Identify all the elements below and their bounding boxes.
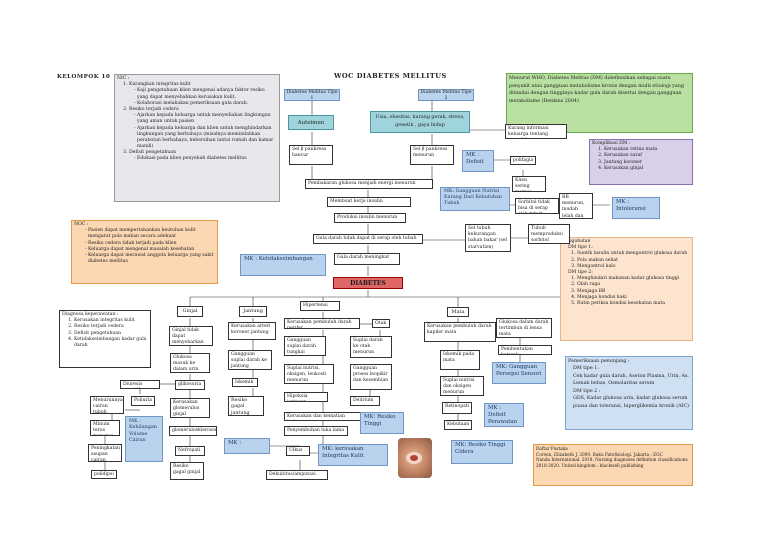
- jantung-gagal: Resiko gagal jantung: [228, 396, 264, 416]
- mata-kebutaan: Kebutaan: [444, 420, 472, 430]
- ginjal-step2: Glukosa masuk ke dalam urin: [170, 353, 210, 373]
- mk-gangguan-nutrisi: MK: Gangguan Nutrisi Kurang Dari Kebutuh…: [440, 187, 510, 211]
- sel2-box: Sel β pankreas menurun: [410, 145, 454, 165]
- diabetes-box: DIABETES: [333, 277, 403, 289]
- ginjal-glomerulus: Kerusakan glomerulus ginjal: [170, 398, 210, 418]
- otak-step1: Suplai darah ke otak menurun: [350, 336, 392, 358]
- wound-foot-photo: [398, 438, 432, 478]
- tipe1-header: Diabetes Melitus Tipe 1: [284, 89, 340, 101]
- nic-item: Kurangkan integritas kulit Kaji pengetah…: [129, 82, 277, 107]
- jantung-step2: Gangguan suplai darah ke jantung: [228, 350, 272, 370]
- penunjang-panel: Pemeriksaan penunjang : DM tipe 1: Cek k…: [565, 356, 693, 430]
- sel-tubuh-box: Sel tubuh kekurangan bahan bakar (sel st…: [465, 224, 511, 252]
- mk-defisit: MK : Defisit: [462, 150, 494, 172]
- mata-step2: Glukosa dalam darah tertimbun di lensa m…: [496, 318, 552, 338]
- mk-resiko-cidera: MK: Resiko Tinggi Cidera: [451, 440, 513, 464]
- mata-iskemik: Iskemik pada mata: [440, 350, 480, 370]
- mk-integritas-kulit: MK: kerusakan Integritas Kulit: [318, 444, 388, 466]
- ginjal-glikosuria: glikosuria: [175, 380, 205, 390]
- definition-panel: Menurut WHO, Diabetes Melitus (DM) didef…: [506, 73, 693, 133]
- nic-item: Resiko terjadi cedera Ajarkan kepada kel…: [129, 107, 277, 150]
- tubuh-sorbitol-box: Tubuh memproduksi sorbitol: [528, 224, 570, 244]
- pembakaran-box: Pembakaran glukosa menjadi energi menuru…: [305, 179, 433, 189]
- ginjal-box: Ginjal: [177, 306, 203, 317]
- ginjal-nefropati: Nefropati: [175, 446, 205, 456]
- hipertensi-step1: Kerusakan pembuluh darah perifer: [284, 318, 360, 329]
- pengobatan-panel: Pengobatan DM tipe 1: Suntik insulin unt…: [560, 237, 693, 341]
- jantung-step1: Kerusakan arteri koroner jantung: [228, 322, 276, 340]
- ginjal-minum: Minum terus menerus: [90, 420, 120, 436]
- page-title: WOC DIABETES MELLITUS: [334, 72, 447, 80]
- ginjal-menurun: Menurunnya cairan tubuh: [90, 396, 124, 414]
- hipertensi-hipoksia: Hipoksia jaringan: [284, 392, 328, 402]
- komplikasi-panel: Komplikasi DM : Kerusakan retina mataKer…: [589, 139, 693, 185]
- mata-katarak: Pembentukan katarak: [498, 345, 552, 355]
- bb-menurun-box: BB menurun, mudah lelah dan letih: [559, 193, 593, 219]
- ginjal-polidipsi: polidipsi: [91, 470, 117, 479]
- hipertensi-dekubitus: Dekubitus/amputasi: [266, 470, 328, 480]
- membuat-box: Membuat kerja insulin: [327, 197, 411, 207]
- mk-kehilangan-cairan: MK : Kehilangan Volume Cairan: [125, 416, 163, 462]
- mk-defisit-perawatan: MK : Defisit Perawatan: [484, 403, 524, 427]
- diagnosa-panel: Diagnosa keperawatan : Kerusakan integri…: [59, 310, 151, 368]
- produksi-box: Produksi insulin menurun: [334, 213, 406, 223]
- mata-suplai: Suplai nutrisi dan oksigen menurun: [440, 376, 484, 396]
- nic-panel: NIC : Kurangkan integritas kulit Kaji pe…: [114, 74, 280, 202]
- sel1-box: Sel β pankreas hancur: [289, 145, 333, 165]
- noc-panel: NOC : Pasien dapat mempertahankan keutuh…: [71, 220, 218, 284]
- mata-step1: Kerusakan pembuluh darah kapiler mata: [424, 322, 496, 342]
- mk-resiko-tinggi: MK: Resiko Tinggi: [360, 412, 404, 434]
- klien-lapar-box: Klien sering merasa lapar: [512, 176, 546, 192]
- hipertensi-box: Hipertensi: [300, 301, 340, 311]
- hipertensi-step2: Gangguan suplai darah tungkai: [284, 336, 326, 356]
- penyebab-box: Usia, obesitas, kurang gerak, stress, ge…: [370, 111, 470, 133]
- nic-title: NIC :: [117, 76, 130, 81]
- hipertensi-penyembuhan: Penyembuhan luka lama: [284, 426, 348, 436]
- ginjal-step1: Ginjal tidak dapat menyebarkan glukosa: [169, 326, 213, 346]
- ginjal-peningkatan: Peningkatan asupan cairan: [88, 444, 122, 462]
- mata-retinopati: Retinopati: [442, 402, 472, 414]
- ginjal-glomerulosklerosis: glomerulosklerosis: [169, 426, 217, 436]
- pustaka-panel: Daftar Pustaka Corwin, Elizabeth J. 2009…: [533, 444, 693, 486]
- ginjal-poliuria: Poliuria: [131, 396, 155, 406]
- gula-tidak-box: Gula darah tidak dapat di serap oleh tub…: [313, 234, 423, 244]
- gula-meningkat-box: Gula darah meningkat: [334, 253, 400, 265]
- hipertensi-step3: Suplai nutrisi, oksigen, leukosit menuru…: [284, 364, 334, 384]
- hipertensi-kematian: Kerusakan dan kematian jaringan: [284, 412, 364, 421]
- kurang-info-box: Kurang informasi keluarga tentang penyak…: [505, 124, 567, 139]
- otak-delirium: Delirium: [350, 396, 380, 406]
- mata-box: Mata: [447, 307, 469, 317]
- autoimun-box: Autoimun: [288, 115, 334, 130]
- ginjal-gagal: Resiko gagal ginjal: [170, 462, 204, 480]
- ginjal-diuresis: Diuresis osmotik: [120, 380, 160, 389]
- jantung-box: Jantung: [239, 306, 267, 317]
- hipertensi-ulkus: Ulkus: [286, 446, 310, 456]
- mk-empty: MK :: [224, 438, 270, 454]
- mk-persepsi-sensori: MK: Gangguan Persepsi Sensori: [492, 362, 546, 384]
- otak-box: Otak: [372, 319, 390, 328]
- tipe2-header: Diabetes Melitus Tipe 2: [418, 89, 474, 101]
- noc-title: NOC :: [74, 222, 89, 227]
- otak-step2: Gangguan proses leopikir dan kesembian: [350, 364, 392, 390]
- jantung-iskemik: Iskemik: [232, 378, 258, 387]
- sorbitol-box: Sorbitol tidak bisa di serap oleh tubuh: [515, 198, 559, 214]
- nic-item: Defisit pengetahuan Edukasi pada klien p…: [129, 150, 277, 162]
- polifagia-box: polifagia: [510, 156, 536, 165]
- group-label: KELOMPOK 10: [57, 74, 111, 80]
- mk-intoleransi: MK : Intoleransi: [612, 197, 660, 219]
- mk-ketidakseimbangan: MK : Ketidakseimbangan: [240, 254, 326, 276]
